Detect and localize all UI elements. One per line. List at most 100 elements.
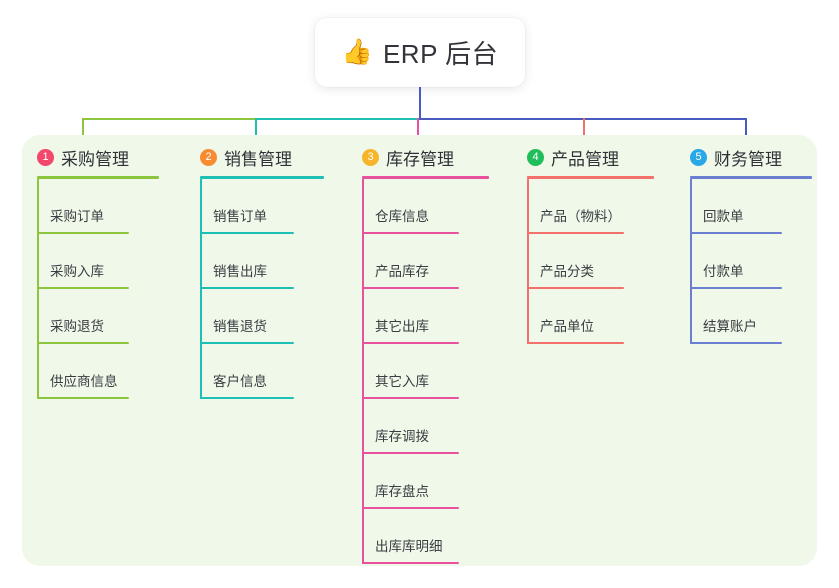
- branch-item-underline: [37, 287, 129, 289]
- branch-spine: [200, 179, 202, 399]
- branch-item-list: 回款单付款单结算账户: [675, 179, 825, 344]
- branch-header-label: 产品管理: [551, 149, 619, 169]
- branch-item-label: 采购订单: [50, 209, 104, 224]
- branch-item-list: 产品（物料） 产品分类产品单位: [512, 179, 667, 344]
- branch-spine: [527, 179, 529, 344]
- branch-header-3[interactable]: 3 库存管理: [347, 145, 502, 169]
- branch-header-5[interactable]: 5 财务管理: [675, 145, 825, 169]
- branch-item[interactable]: 客户信息: [185, 344, 337, 399]
- branch-column-库存管理: 3 库存管理仓库信息产品库存其它出库其它入库库存调拨库存盘点出库库明细: [347, 145, 502, 564]
- branch-item-underline: [527, 232, 624, 234]
- branch-item-label: 销售退货: [213, 319, 267, 334]
- branch-item-underline: [37, 342, 129, 344]
- branch-item[interactable]: 出库库明细: [347, 509, 502, 564]
- branch-header-label: 采购管理: [61, 149, 129, 169]
- branch-item-list: 销售订单销售出库销售退货客户信息: [185, 179, 337, 399]
- branch-item-label: 其它出库: [375, 319, 429, 334]
- branch-item[interactable]: 库存调拨: [347, 399, 502, 454]
- branch-item[interactable]: 付款单: [675, 234, 825, 289]
- branch-spine: [690, 179, 692, 344]
- branch-item-label: 产品分类: [540, 264, 594, 279]
- branch-item[interactable]: 回款单: [675, 179, 825, 234]
- branch-item[interactable]: 产品分类: [512, 234, 667, 289]
- branch-header-2[interactable]: 2 销售管理: [185, 145, 337, 169]
- branch-item-underline: [362, 287, 459, 289]
- branch-item[interactable]: 仓库信息: [347, 179, 502, 234]
- branch-item-label: 销售订单: [213, 209, 267, 224]
- branch-header-label: 销售管理: [224, 149, 292, 169]
- branch-item[interactable]: 产品单位: [512, 289, 667, 344]
- branch-item[interactable]: 销售订单: [185, 179, 337, 234]
- branch-item-list: 仓库信息产品库存其它出库其它入库库存调拨库存盘点出库库明细: [347, 179, 502, 564]
- branch-item-underline: [200, 287, 294, 289]
- branch-number-badge: 2: [200, 148, 217, 166]
- branch-number-badge: 5: [690, 148, 707, 166]
- branch-item-label: 回款单: [703, 209, 744, 224]
- branch-number-badge: 3: [362, 148, 379, 166]
- branch-column-产品管理: 4 产品管理产品（物料） 产品分类产品单位: [512, 145, 667, 344]
- branch-item-underline: [362, 397, 459, 399]
- branch-item-underline: [200, 232, 294, 234]
- branch-item[interactable]: 其它入库: [347, 344, 502, 399]
- branch-item-underline: [527, 287, 624, 289]
- branch-item[interactable]: 库存盘点: [347, 454, 502, 509]
- branch-item-label: 付款单: [703, 264, 744, 279]
- branch-header-underline: [527, 176, 654, 179]
- root-stem: [419, 87, 421, 120]
- bus-segment-1: [82, 118, 257, 120]
- branch-item[interactable]: 结算账户: [675, 289, 825, 344]
- branch-item-label: 库存盘点: [375, 484, 429, 499]
- branch-item-underline: [362, 452, 459, 454]
- branch-header-label: 财务管理: [714, 149, 782, 169]
- branch-item-underline: [200, 397, 294, 399]
- branch-item-label: 其它入库: [375, 374, 429, 389]
- branch-item-underline: [362, 507, 459, 509]
- branch-item-underline: [690, 287, 782, 289]
- branch-item-label: 仓库信息: [375, 209, 429, 224]
- branch-item-label: 客户信息: [213, 374, 267, 389]
- branch-item-label: 产品库存: [375, 264, 429, 279]
- bus-segment-2: [255, 118, 419, 120]
- branch-item[interactable]: 采购入库: [22, 234, 172, 289]
- branch-spine: [37, 179, 39, 399]
- branch-item[interactable]: 销售出库: [185, 234, 337, 289]
- branch-item-underline: [362, 562, 459, 564]
- branch-column-财务管理: 5 财务管理回款单付款单结算账户: [675, 145, 825, 344]
- branch-item-label: 结算账户: [703, 319, 757, 334]
- branch-item-label: 供应商信息: [50, 374, 118, 389]
- branch-item[interactable]: 产品库存: [347, 234, 502, 289]
- branch-item-label: 库存调拨: [375, 429, 429, 444]
- branches-panel: [22, 135, 817, 566]
- branch-item[interactable]: 采购订单: [22, 179, 172, 234]
- branch-column-销售管理: 2 销售管理销售订单销售出库销售退货客户信息: [185, 145, 337, 399]
- branch-item-underline: [527, 342, 624, 344]
- branch-header-underline: [362, 176, 489, 179]
- branch-number-badge: 4: [527, 148, 544, 166]
- branch-item-underline: [362, 342, 459, 344]
- thumbs-up-icon: 👍: [341, 38, 373, 66]
- branch-item[interactable]: 产品（物料）: [512, 179, 667, 234]
- branch-item-label: 产品（物料）: [540, 209, 621, 224]
- branch-header-1[interactable]: 1 采购管理: [22, 145, 172, 169]
- branch-header-label: 库存管理: [386, 149, 454, 169]
- branch-item[interactable]: 供应商信息: [22, 344, 172, 399]
- root-title: ERP 后台: [382, 39, 499, 69]
- branch-header-underline: [37, 176, 159, 179]
- branch-item-list: 采购订单采购入库采购退货供应商信息: [22, 179, 172, 399]
- branch-item-label: 采购入库: [50, 264, 104, 279]
- branch-spine: [362, 179, 364, 564]
- branch-item-label: 采购退货: [50, 319, 104, 334]
- branch-item[interactable]: 销售退货: [185, 289, 337, 344]
- branch-header-4[interactable]: 4 产品管理: [512, 145, 667, 169]
- branch-item-underline: [37, 397, 129, 399]
- branch-item-label: 销售出库: [213, 264, 267, 279]
- branch-column-采购管理: 1 采购管理采购订单采购入库采购退货供应商信息: [22, 145, 172, 399]
- branch-item[interactable]: 其它出库: [347, 289, 502, 344]
- branch-item-label: 产品单位: [540, 319, 594, 334]
- root-node[interactable]: 👍 ERP 后台: [315, 18, 525, 87]
- bus-segment-3: [417, 118, 747, 120]
- branch-item[interactable]: 采购退货: [22, 289, 172, 344]
- branch-number-badge: 1: [37, 148, 54, 166]
- branch-item-underline: [200, 342, 294, 344]
